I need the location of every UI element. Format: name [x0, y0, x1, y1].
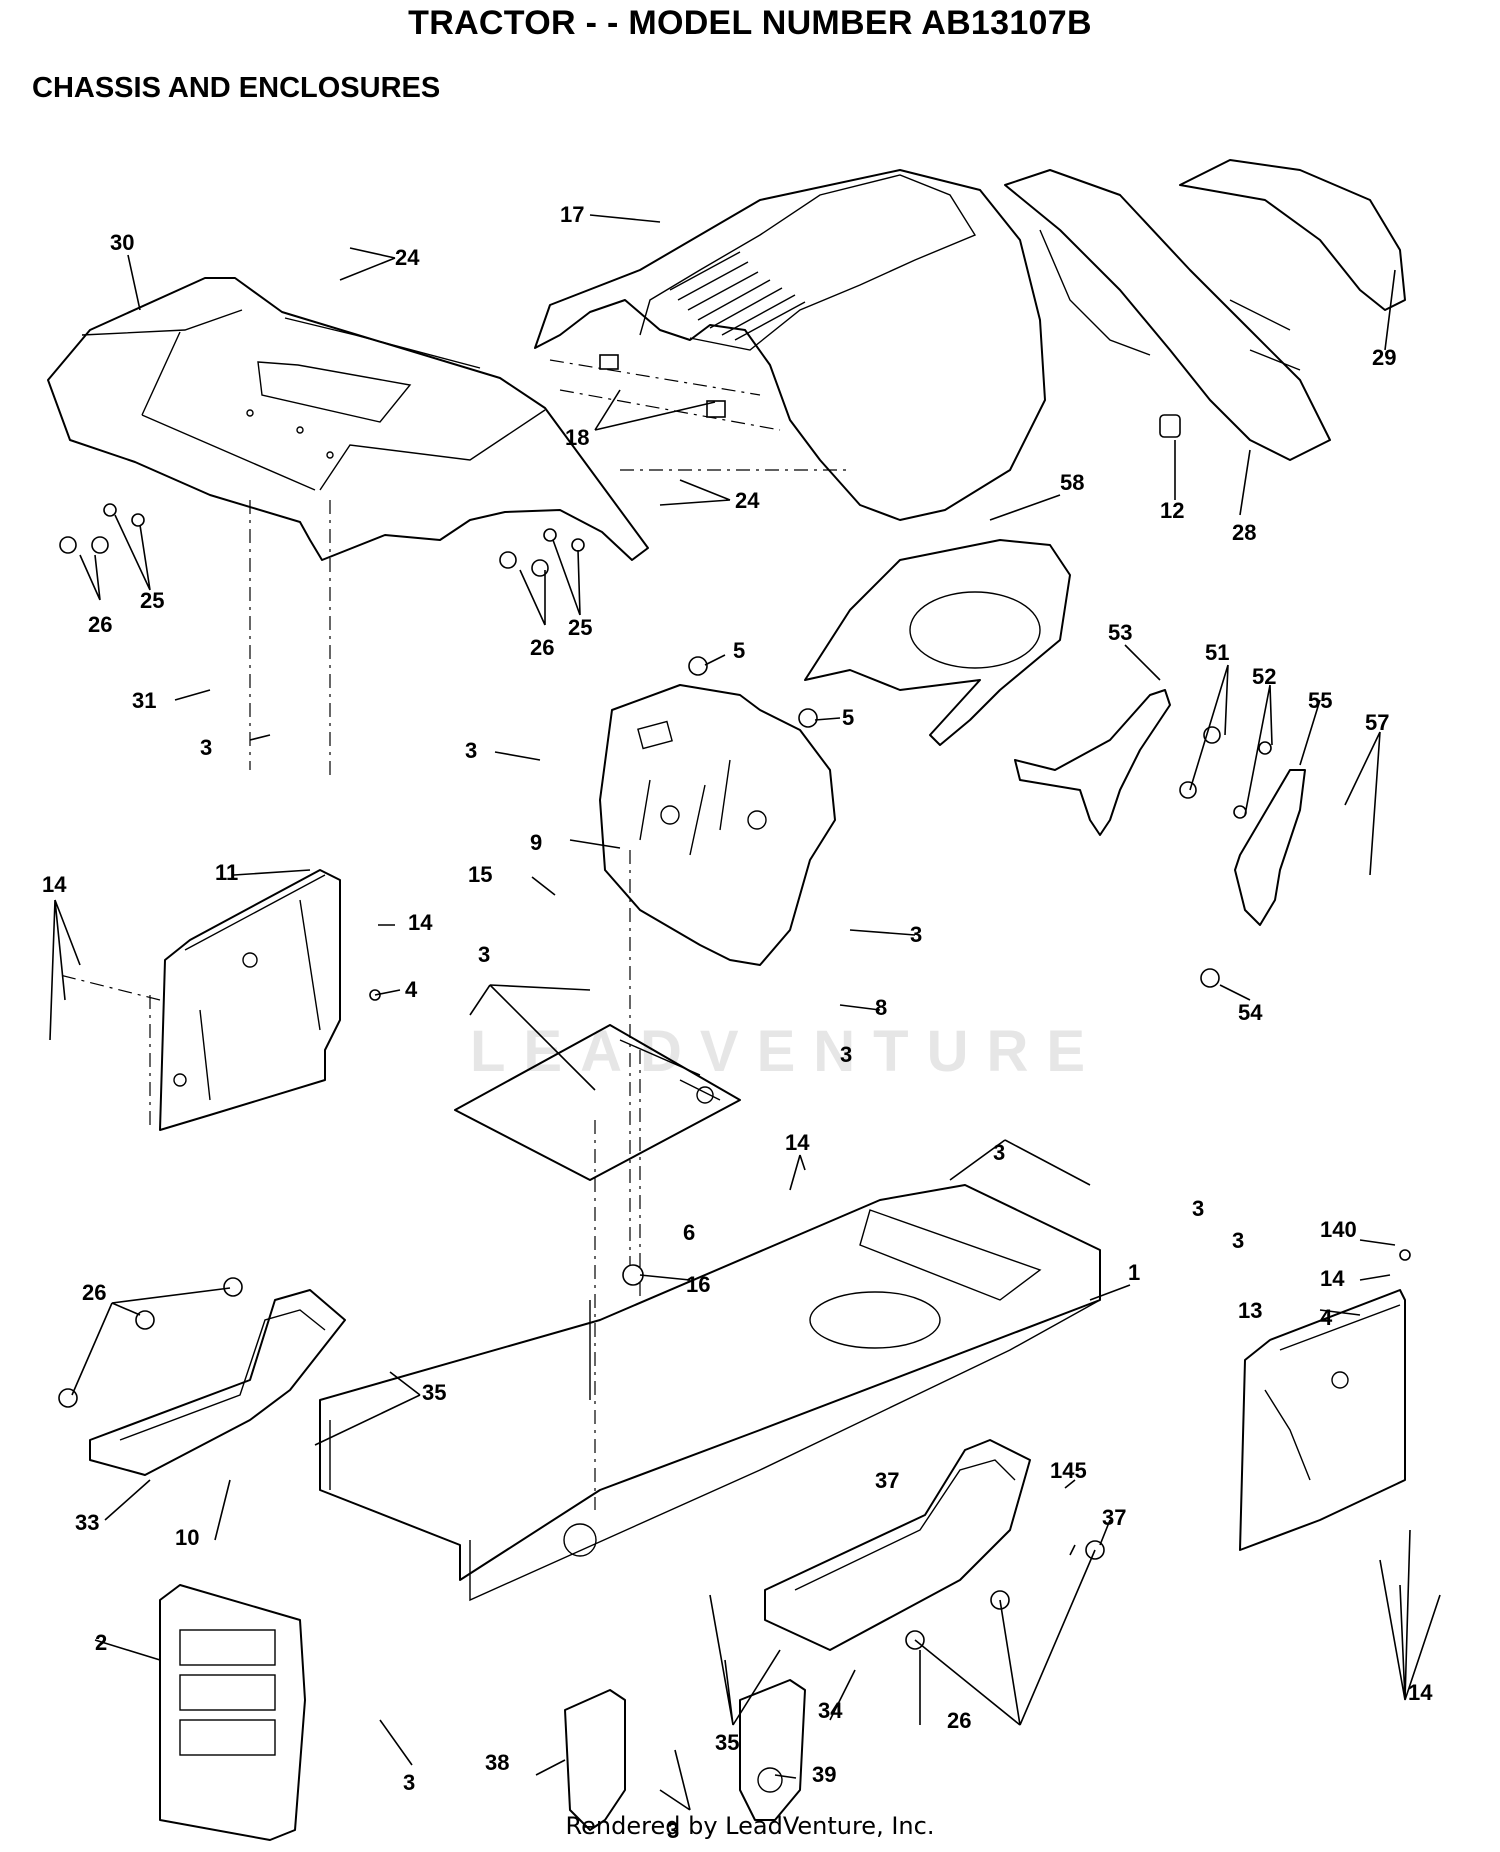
tray-plate-6: [454, 1024, 741, 1181]
callout-label: 26: [530, 635, 554, 660]
callout-label: 25: [140, 588, 164, 613]
callout-label: 13: [1238, 1298, 1262, 1323]
callout-label: 14: [1320, 1266, 1345, 1291]
callout-label: 3: [1192, 1196, 1204, 1221]
bracket-55: [1234, 769, 1306, 926]
callout-label: 24: [735, 488, 760, 513]
callout-label: 3: [1232, 1228, 1244, 1253]
callout-label: 28: [1232, 520, 1256, 545]
hood: [534, 169, 1046, 521]
callout-label: 14: [785, 1130, 810, 1155]
callout-label: 5: [733, 638, 745, 663]
callout-label: 30: [110, 230, 134, 255]
callout-label: 14: [42, 872, 67, 897]
leader-lines: [49, 214, 1441, 1811]
callout-label: 145: [1050, 1458, 1087, 1483]
dash-panel: [599, 684, 836, 966]
rear-fender: [47, 277, 649, 561]
callout-label: 10: [175, 1525, 199, 1550]
brackets-38-39: [564, 1679, 806, 1831]
callout-label: 35: [422, 1380, 446, 1405]
left-side-panel-11: [159, 869, 341, 1131]
watermark-text: LEADVENTURE: [470, 1019, 1104, 1084]
footrest-right: [764, 1439, 1031, 1651]
hardware: [58, 503, 1411, 1650]
callout-label: 24: [395, 245, 420, 270]
callout-label: 5: [842, 705, 854, 730]
callout-label: 31: [132, 688, 156, 713]
footer-credit: Rendered by LeadVenture, Inc.: [565, 1812, 935, 1840]
callout-label: 34: [818, 1698, 843, 1723]
callout-label: 11: [215, 860, 238, 885]
center-lines: [59, 500, 641, 1510]
callout-label: 54: [1238, 1000, 1263, 1025]
callout-label: 14: [1408, 1680, 1433, 1705]
callout-label: 53: [1108, 620, 1132, 645]
callout-label: 51: [1205, 640, 1229, 665]
callout-label: 4: [405, 977, 418, 1002]
callout-label: 3: [840, 1042, 852, 1067]
callout-label: 39: [812, 1762, 836, 1787]
callout-label: 52: [1252, 664, 1276, 689]
callout-label: 140: [1320, 1217, 1357, 1242]
page-title: TRACTOR - - MODEL NUMBER AB13107B: [408, 4, 1092, 42]
callout-label: 57: [1365, 710, 1389, 735]
callout-label: 26: [82, 1280, 106, 1305]
callout-label: 26: [88, 612, 112, 637]
callout-label: 58: [1060, 470, 1084, 495]
callout-label: 1: [1128, 1260, 1140, 1285]
rear-plate-2: [159, 1584, 306, 1841]
callout-label: 4: [1320, 1305, 1333, 1330]
callout-label: 8: [875, 995, 887, 1020]
callout-label: 17: [560, 202, 584, 227]
callout-label: 37: [1102, 1505, 1126, 1530]
callout-label: 3: [465, 738, 477, 763]
callout-label: 18: [565, 425, 589, 450]
callout-label: 55: [1308, 688, 1332, 713]
grille-nose: [1004, 159, 1406, 461]
callout-label: 2: [95, 1630, 107, 1655]
main-frame: [319, 1184, 1101, 1602]
bracket-53: [1014, 689, 1171, 836]
callout-label: 12: [1160, 498, 1184, 523]
section-subtitle: CHASSIS AND ENCLOSURES: [32, 72, 441, 104]
callout-label: 15: [468, 862, 492, 887]
callout-label: 33: [75, 1510, 99, 1535]
battery-tray: [804, 539, 1071, 746]
callout-label: 35: [715, 1730, 739, 1755]
callout-label: 37: [875, 1468, 899, 1493]
callout-label: 3: [993, 1140, 1005, 1165]
footrest-left: [89, 1289, 346, 1476]
callout-label: 3: [667, 1818, 679, 1843]
callout-label: 29: [1372, 345, 1396, 370]
callout-label: 9: [530, 830, 542, 855]
callout-labels: 30 24 17 29 18 24 12 28 58 26 25 26 25 3…: [42, 202, 1433, 1843]
callout-label: 14: [408, 910, 433, 935]
callout-label: 6: [683, 1220, 695, 1245]
callout-label: 16: [686, 1272, 710, 1297]
right-side-panel-13: [1239, 1289, 1406, 1551]
callout-label: 3: [200, 735, 212, 760]
callout-label: 3: [478, 942, 490, 967]
callout-label: 38: [485, 1750, 509, 1775]
callout-label: 3: [910, 922, 922, 947]
callout-label: 3: [403, 1770, 415, 1795]
callout-label: 25: [568, 615, 592, 640]
callout-label: 26: [947, 1708, 971, 1733]
